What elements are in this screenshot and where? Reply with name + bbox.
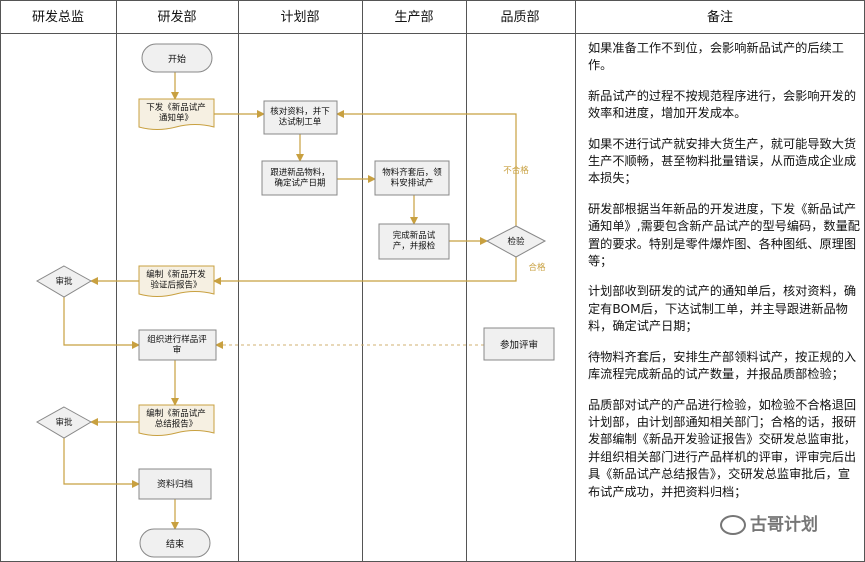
node-issue-notice: 下发《新品试产通知单》 — [138, 98, 215, 130]
node-issue-notice-label: 下发《新品试产通知单》 — [146, 102, 206, 124]
edge-label-fail: 不合格 — [503, 165, 529, 176]
edge-approve1-review — [63, 297, 140, 349]
node-approve-2-label: 审批 — [55, 417, 73, 428]
node-approve-1: 审批 — [35, 265, 93, 298]
node-archive-label: 资料归档 — [157, 478, 193, 490]
node-verify-plan: 核对资料，并下达试制工单 — [263, 100, 338, 135]
node-material-ready-label: 物料齐套后，领料安排试产 — [382, 167, 442, 189]
node-start: 开始 — [141, 43, 213, 73]
node-join-review-label: 参加评审 — [500, 339, 538, 351]
node-end-label: 结束 — [166, 538, 184, 550]
node-inspect-decision: 检验 — [485, 225, 547, 258]
node-start-label: 开始 — [168, 53, 186, 65]
node-approve-2: 审批 — [35, 406, 93, 439]
node-write-verify-report: 编制《新品开发验证后报告》 — [138, 265, 215, 297]
node-inspect-label: 检验 — [507, 236, 525, 247]
node-approve-1-label: 审批 — [55, 276, 73, 287]
node-write-summary-label: 编制《新品试产总结报告》 — [146, 408, 206, 430]
node-complete-trial-label: 完成新品试产，并报检 — [393, 230, 436, 252]
note-paragraph: 研发部根据当年新品的开发进度，下发《新品试产通知单》,需要包含新产品试产的型号编… — [588, 201, 860, 269]
note-paragraph: 待物料齐套后，安排生产部领料试产，按正规的入库流程完成新品的试产数量，并报品质部… — [588, 349, 857, 382]
lane-headers: 研发总监 研发部 计划部 生产部 品质部 备注 — [32, 9, 733, 25]
lane-header-rd-director: 研发总监 — [32, 9, 84, 25]
node-follow-material-label: 跟进新品物料，确定试产日期 — [270, 167, 330, 189]
edge-inspect-pass — [213, 257, 517, 285]
lane-header-planning: 计划部 — [280, 10, 319, 25]
lane-header-notes: 备注 — [707, 9, 733, 25]
node-material-ready: 物料齐套后，领料安排试产 — [374, 160, 450, 196]
chat-bubble-icon — [720, 515, 746, 535]
note-paragraph: 品质部对试产的产品进行检验，如检验不合格退回计划部，由计划部通知相关部门；合格的… — [588, 397, 857, 499]
watermark: 古哥计划 — [720, 510, 860, 540]
lane-header-production: 生产部 — [394, 10, 433, 25]
note-paragraph: 如果不进行试产就安排大货生产，就可能导致大货生产不顺畅，甚至物料批量错误，从而造… — [588, 136, 857, 186]
note-paragraph: 如果准备工作不到位，会影响新品试产的后续工作。 — [588, 41, 844, 73]
node-write-summary: 编制《新品试产总结报告》 — [138, 404, 215, 436]
node-follow-material: 跟进新品物料，确定试产日期 — [261, 160, 338, 196]
edge-label-pass: 合格 — [528, 262, 546, 273]
note-paragraph: 新品试产的过程不按规范程序进行，会影响开发的效率和进度，增加开发成本。 — [588, 88, 857, 121]
edge-approve2-archive — [63, 438, 140, 488]
connectors — [63, 72, 517, 530]
lane-header-quality: 品质部 — [500, 10, 539, 25]
node-complete-trial: 完成新品试产，并报检 — [378, 223, 450, 260]
node-write-verify-report-label: 编制《新品开发验证后报告》 — [146, 269, 206, 291]
watermark-text: 古哥计划 — [750, 515, 818, 535]
node-end: 结束 — [139, 528, 211, 558]
notes-column: 如果准备工作不到位，会影响新品试产的后续工作。新品试产的过程不按规范程序进行，会… — [588, 40, 860, 514]
node-verify-plan-label: 核对资料，并下达试制工单 — [270, 106, 330, 128]
note-paragraph: 计划部收到研发的试产的通知单后，核对资料，确定有BOM后，下达试制工单，并主导跟… — [588, 284, 857, 334]
node-sample-review: 组织进行样品评审 — [138, 329, 217, 361]
node-join-review: 参加评审 — [483, 327, 555, 361]
lane-header-rd-dept: 研发部 — [157, 9, 196, 25]
node-archive: 资料归档 — [138, 468, 212, 500]
edge-inspect-fail — [336, 110, 517, 226]
node-sample-review-label: 组织进行样品评审 — [147, 334, 207, 356]
